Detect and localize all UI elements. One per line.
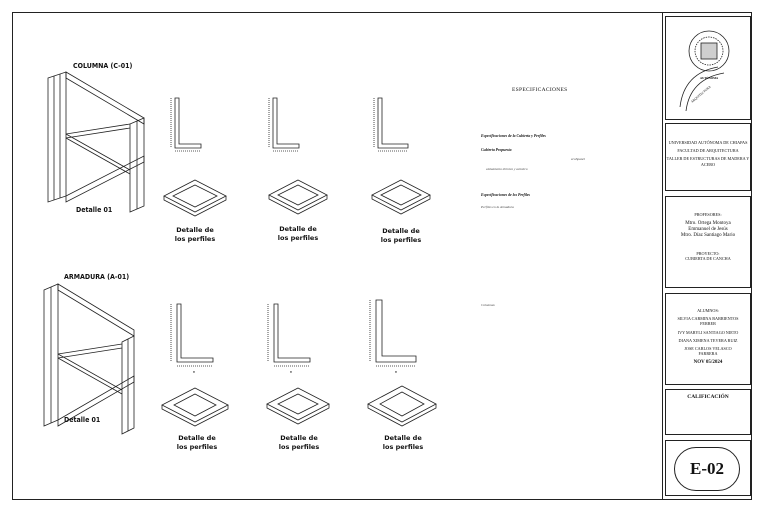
professor-1-name: Emmanuel de Jesús xyxy=(688,227,728,233)
columna-frame-drawing xyxy=(47,71,145,213)
student-3: DIANA XIMENA TEVERA RUIZ xyxy=(678,337,738,343)
specs-heading-3: Especificaciones de los Perfiles xyxy=(481,193,531,197)
sheet-code: E-02 xyxy=(674,447,740,491)
professor-2: Mtro. Díaz Santiago Mario xyxy=(680,233,736,239)
student-2: IVY MARYLI SANTIAGO NIETO xyxy=(677,329,739,335)
student-1: SILVIA CARMINA BARRIENTOS FERRER xyxy=(677,316,739,327)
grade-label: CALIFICACIÓN xyxy=(687,394,729,400)
project-name: CUBIERTA DE CANCHA xyxy=(685,256,731,262)
svg-text:ARQUITECTURA: ARQUITECTURA xyxy=(690,84,712,103)
sheet-code-box: E-02 xyxy=(665,440,751,496)
specs-heading-2: Cubierta Propuesta xyxy=(481,148,512,152)
specs-heading-1: Especificaciones de la Cubierta y Perfil… xyxy=(481,134,546,138)
iso-frame-drawing xyxy=(367,385,437,427)
columna-title: COLUMNA (C-01) xyxy=(73,62,133,70)
title-block-column xyxy=(662,12,753,500)
date-label: NOV 05/2024 xyxy=(693,360,723,366)
columna-detalle-label: Detalle 01 xyxy=(76,206,113,214)
professors-box: PROFESORES: Mtro. Ortega Montoya Emmanue… xyxy=(665,196,751,288)
university-seal-icon: AUTÓNOMA ARQUITECTURA xyxy=(679,30,730,112)
angle-profile-drawing: B xyxy=(369,299,417,374)
iso-frame-drawing xyxy=(268,179,328,215)
faculty-name: FACULTAD DE ARQUITECTURA xyxy=(677,148,739,154)
dim-b-label: B xyxy=(395,370,397,374)
professor-1: Mtro. Ortega Montoya xyxy=(685,221,731,227)
dim-b-label: B xyxy=(290,370,292,374)
students-label: ALUMNOS: xyxy=(697,308,719,313)
university-info: UNIVERSIDAD AUTÓNOMA DE CHIAPAS FACULTAD… xyxy=(665,123,751,191)
angle-profile-drawing xyxy=(268,97,300,152)
armadura-frame-drawing xyxy=(43,283,135,435)
iso-frame-drawing xyxy=(371,179,431,215)
student-4: JOSE CARLOS VELASCO FARRERA xyxy=(684,346,732,357)
angle-profile-drawing xyxy=(170,97,202,152)
students-box: ALUMNOS: SILVIA CARMINA BARRIENTOS FERRE… xyxy=(665,293,751,385)
specs-text-3: Columnas xyxy=(481,303,495,307)
iso-frame-drawing xyxy=(266,387,330,425)
dim-b-label: B xyxy=(193,370,195,374)
project-label: PROYECTO: xyxy=(696,251,720,257)
angle-profile-drawing xyxy=(373,97,409,152)
drawing-sheet xyxy=(12,12,752,500)
armadura-detalle-label: Detalle 01 xyxy=(64,416,101,424)
specs-text-1: aislamiento térmico y acústico xyxy=(486,167,528,171)
professors-label: PROFESORES: xyxy=(694,212,722,217)
specs-text-right: ecoSpanel xyxy=(571,157,585,161)
grade-box: CALIFICACIÓN xyxy=(665,389,751,435)
logo-box: AUTÓNOMA ARQUITECTURA xyxy=(665,16,751,120)
angle-profile-drawing: B xyxy=(170,303,214,374)
svg-text:AUTÓNOMA: AUTÓNOMA xyxy=(700,75,719,80)
iso-frame-drawing xyxy=(163,179,227,217)
specs-text-2: Perfiles en la Armadura xyxy=(481,205,514,209)
armadura-title: ARMADURA (A-01) xyxy=(64,273,130,281)
angle-profile-drawing: B xyxy=(267,303,311,374)
workshop-name: TALLER DE ESTRUCTURAS DE MADERA Y ACERO xyxy=(666,156,750,167)
university-name: UNIVERSIDAD AUTÓNOMA DE CHIAPAS xyxy=(668,140,748,145)
specs-title: ESPECIFICACIONES xyxy=(512,87,568,93)
iso-frame-drawing xyxy=(161,387,229,427)
